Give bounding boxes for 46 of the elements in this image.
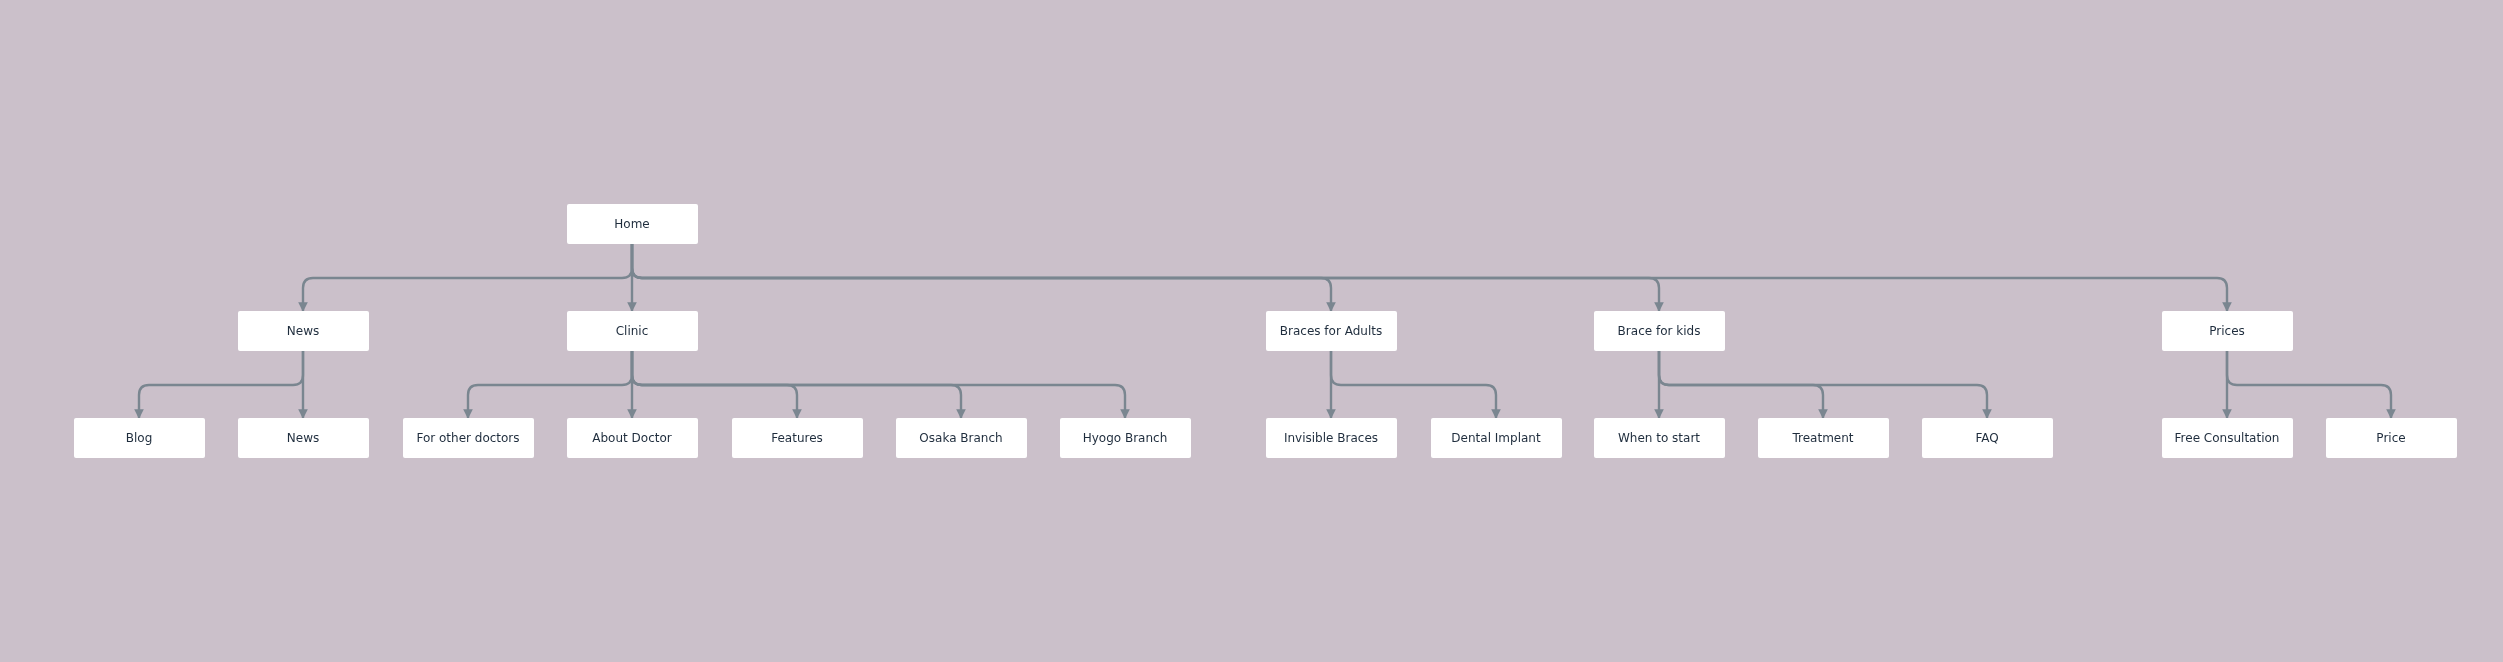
arrow (2225, 351, 2396, 419)
page-box (1265, 418, 1397, 458)
page-label: News (286, 431, 320, 445)
arrow (1329, 351, 1501, 419)
page-label: Free Consultation (2174, 431, 2280, 445)
page-box (1593, 418, 1725, 458)
page-box (2161, 311, 2293, 351)
arrow (630, 244, 2232, 312)
page-label: Clinic (615, 324, 649, 338)
page-box (731, 418, 863, 458)
arrow (630, 351, 1130, 419)
page-box (73, 418, 205, 458)
page-label: Features (771, 431, 823, 445)
page-box (895, 418, 1027, 458)
page-box (1265, 311, 1397, 351)
page-label: When to start (1617, 431, 1701, 445)
page-box (402, 418, 534, 458)
page-box (566, 204, 698, 244)
page-label: Price (2376, 431, 2406, 445)
page-label: Home (614, 217, 650, 231)
page-label: Blog (125, 431, 153, 445)
arrow (298, 351, 308, 419)
page-label: Braces for Adults (1279, 324, 1383, 338)
page-box (237, 311, 369, 351)
page-label: Dental Implant (1451, 431, 1541, 445)
page-box (2161, 418, 2293, 458)
page-box (566, 311, 698, 351)
page-box (2325, 418, 2457, 458)
page-box (1593, 311, 1725, 351)
arrow (1657, 351, 1992, 419)
page-label: Hyogo Branch (1082, 431, 1168, 445)
page-label: About Doctor (592, 431, 672, 445)
page-label: Invisible Braces (1283, 431, 1379, 445)
page-box (1059, 418, 1191, 458)
page-box (1430, 418, 1562, 458)
page-box (566, 418, 698, 458)
page-label: For other doctors (416, 431, 520, 445)
page-box (1757, 418, 1889, 458)
page-label: Osaka Branch (919, 431, 1003, 445)
page-label: Treatment (1792, 431, 1854, 445)
page-label: Brace for kids (1617, 324, 1701, 338)
page-box (1921, 418, 2053, 458)
page-label: FAQ (1975, 431, 1999, 445)
page-label: Prices (2209, 324, 2245, 338)
page-box (237, 418, 369, 458)
page-label: News (286, 324, 320, 338)
